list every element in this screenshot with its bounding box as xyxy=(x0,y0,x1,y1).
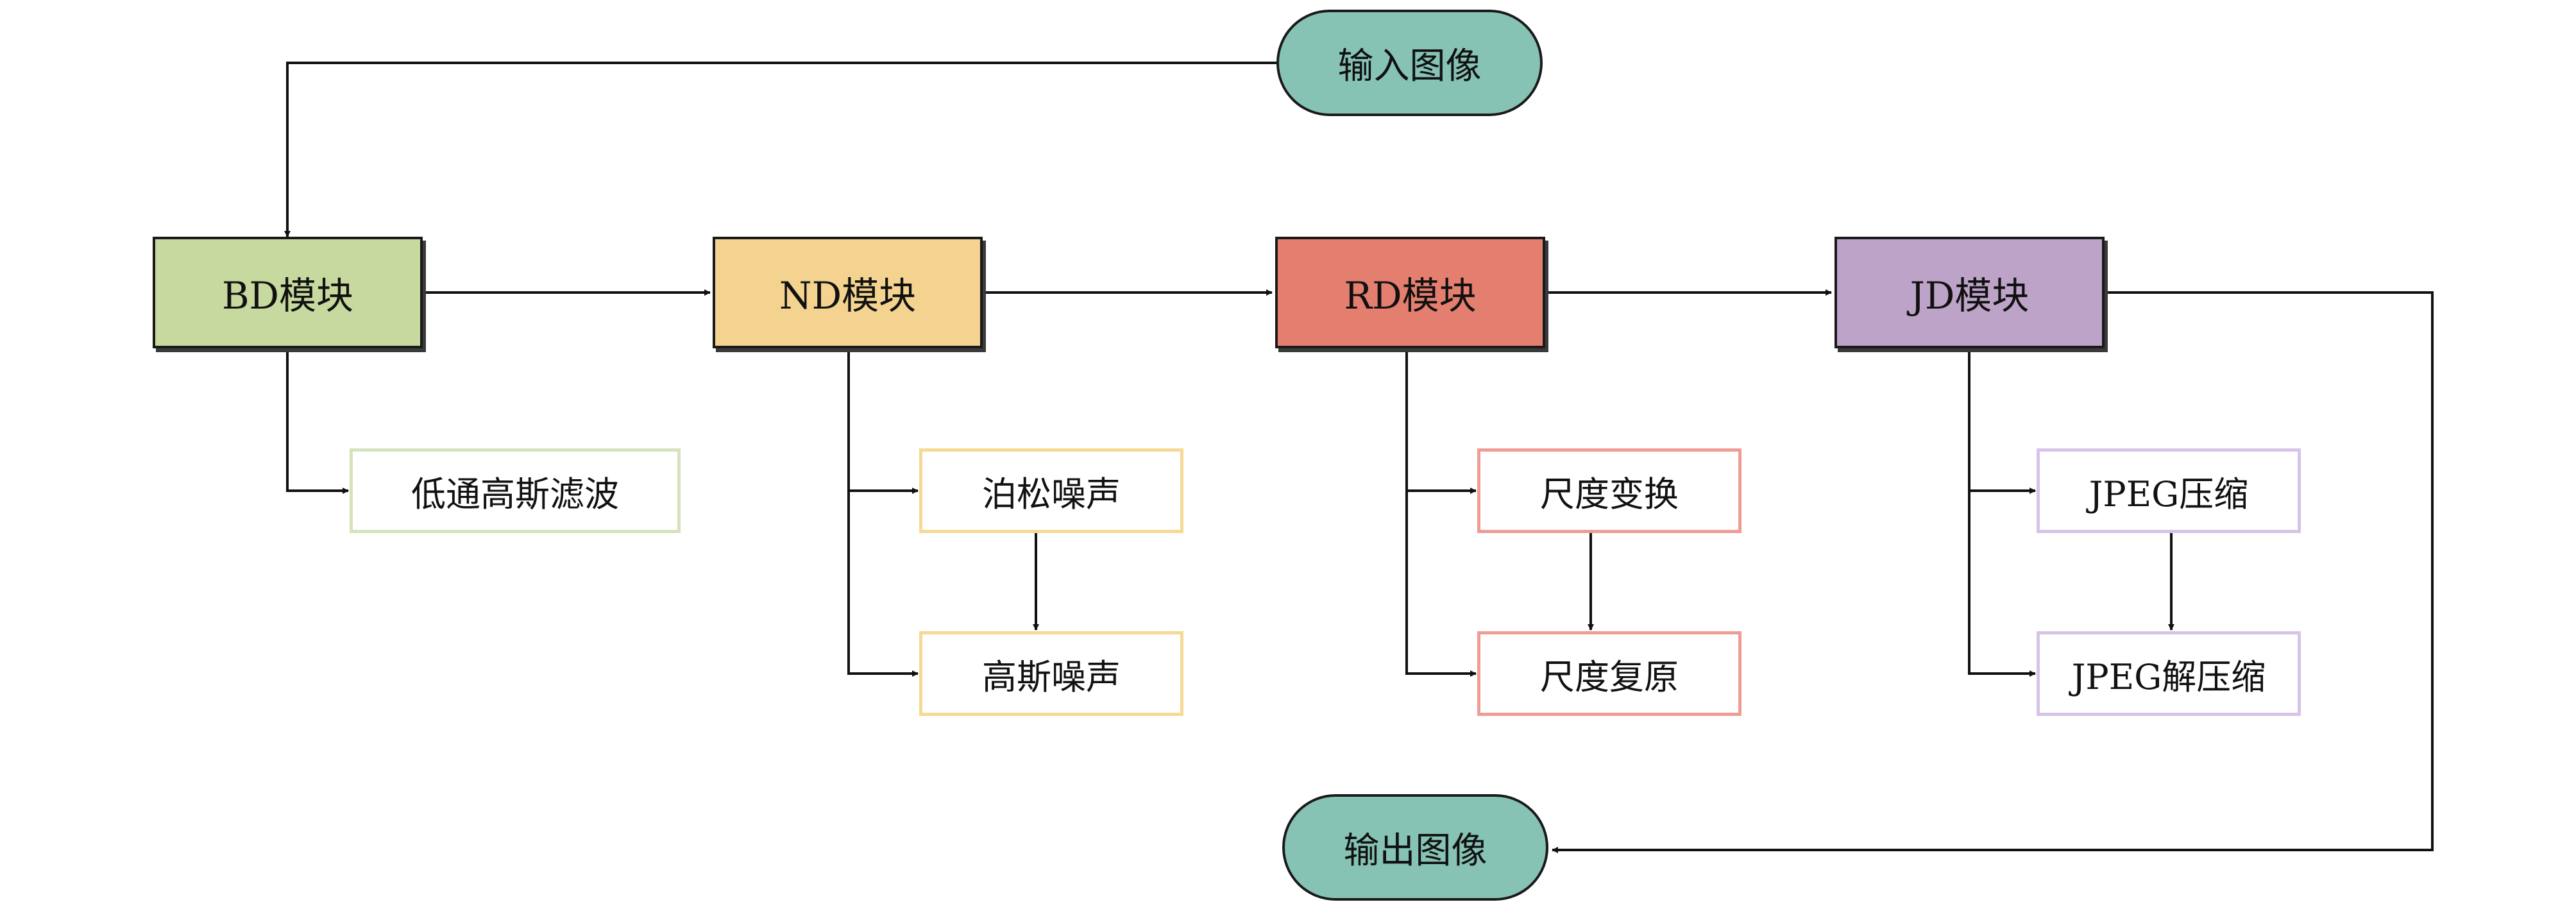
edge-nd-to-poisson xyxy=(847,348,919,494)
edge-jd-to-output xyxy=(1552,291,2434,853)
jpeg-decompress-node: JPEG解压缩 xyxy=(2037,631,2301,716)
edge-jd-to-compress xyxy=(1968,348,2036,494)
scale-restore-node: 尺度复原 xyxy=(1477,631,1741,716)
edge-input-to-bd xyxy=(284,62,1276,237)
bd-module: BD模块 xyxy=(153,237,423,348)
nd-module: ND模块 xyxy=(713,237,983,348)
scale-transform-node: 尺度变换 xyxy=(1477,448,1741,533)
edge-nd-to-gaussian xyxy=(847,491,919,677)
edge-bd-to-lowpass xyxy=(286,348,349,494)
rd-module: RD模块 xyxy=(1275,237,1545,348)
poisson-noise-node: 泊松噪声 xyxy=(919,448,1183,533)
jpeg-compress-node: JPEG压缩 xyxy=(2037,448,2301,533)
gaussian-noise-node: 高斯噪声 xyxy=(919,631,1183,716)
edge-jd-to-decompress xyxy=(1968,491,2036,677)
edge-rd-to-restore xyxy=(1405,491,1477,677)
jd-module: JD模块 xyxy=(1835,237,2105,348)
output-image-node: 输出图像 xyxy=(1282,794,1548,901)
lowpass-gaussian-filter-node: 低通高斯滤波 xyxy=(350,448,681,533)
edge-rd-to-scale xyxy=(1405,348,1477,494)
input-image-node: 输入图像 xyxy=(1276,10,1543,116)
